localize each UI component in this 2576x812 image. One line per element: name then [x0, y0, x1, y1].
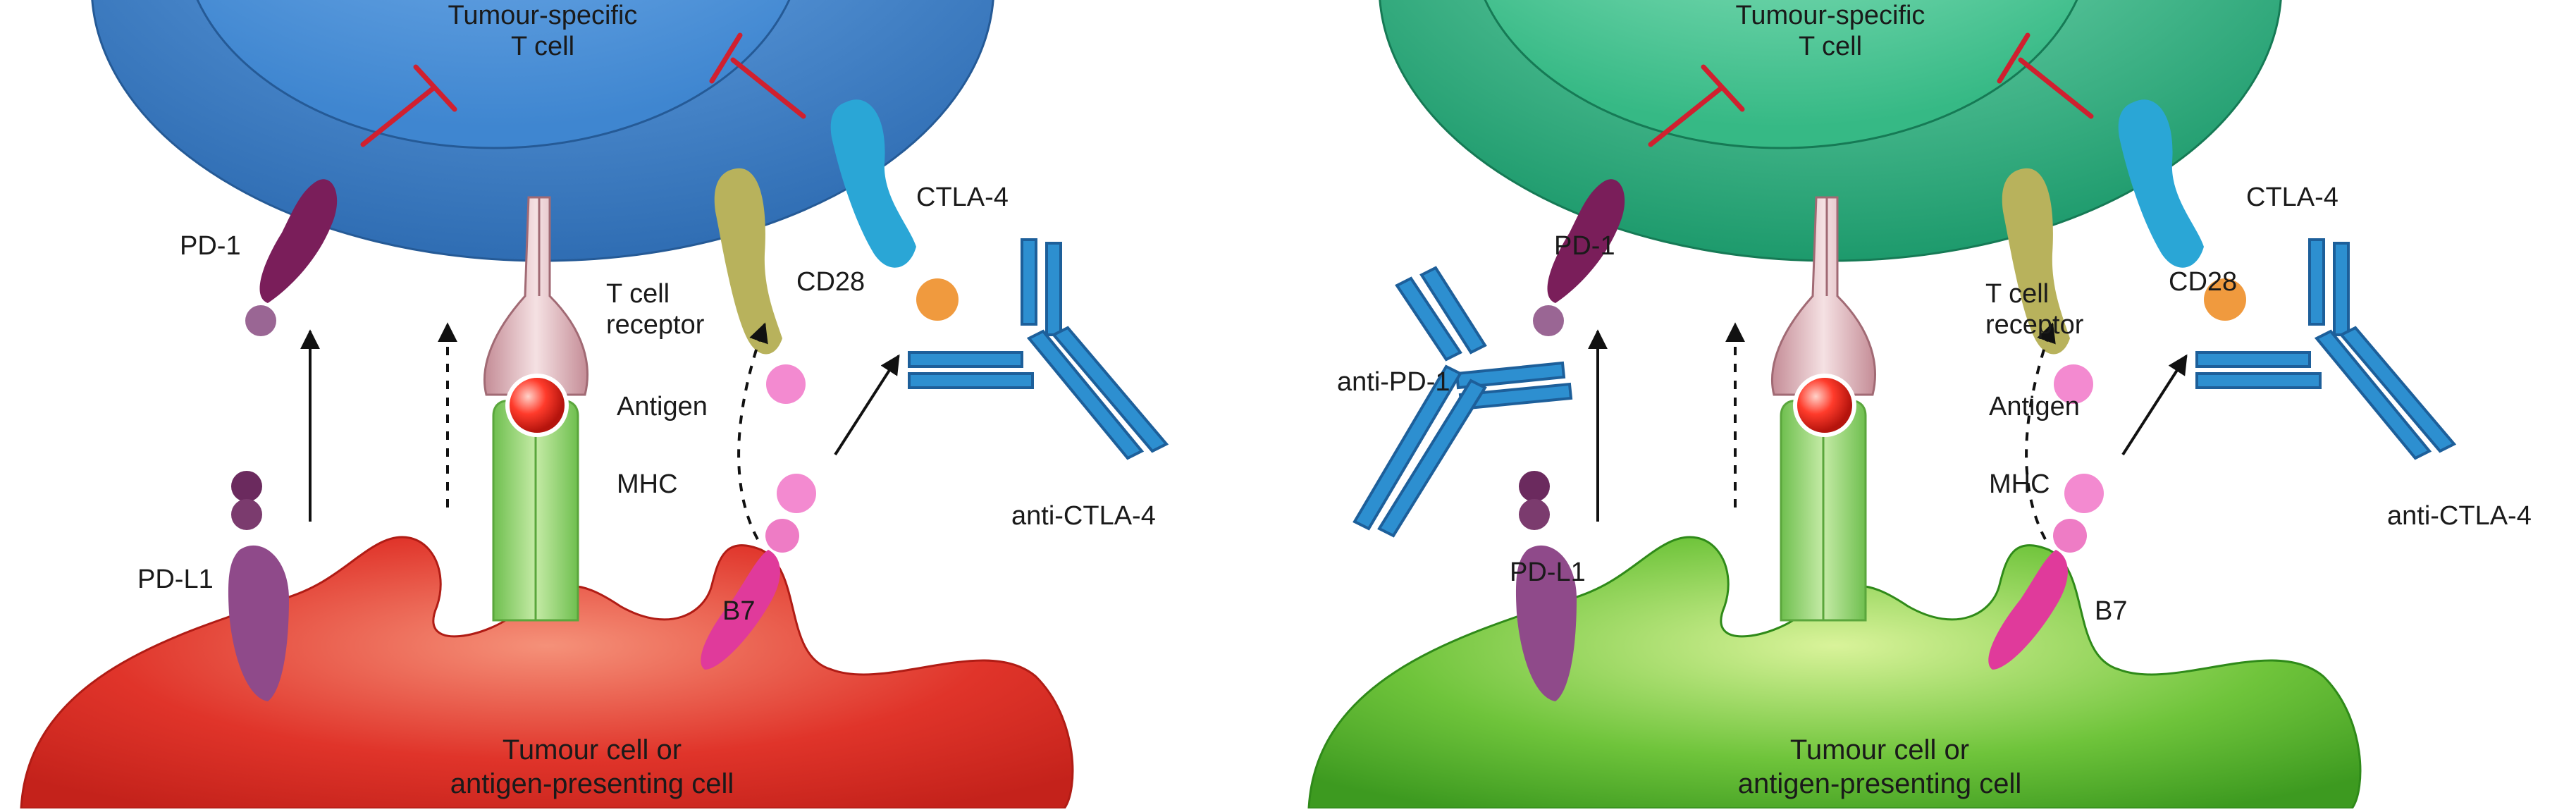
pdl1-label: PD-L1	[137, 565, 214, 594]
tumour-label-line1: Tumour cell or	[1789, 734, 1970, 765]
antibody-icon	[908, 238, 1169, 460]
pdl1-ball-lower	[1519, 499, 1550, 530]
tcr-label-line1: T cell	[606, 279, 670, 309]
pd1-tip	[1533, 305, 1564, 336]
t-cell-label-line2: T cell	[510, 32, 575, 61]
panel-treated: Tumour-specific T cell PD-1 anti-PD-1 PD…	[1288, 0, 2575, 810]
tumour-label-line2: antigen-presenting cell	[1737, 768, 2022, 799]
pd1-tip	[245, 305, 276, 336]
pdl1-ligand	[228, 545, 289, 701]
t-cell-label-line2: T cell	[1798, 32, 1863, 61]
cd28-label: CD28	[796, 267, 865, 297]
t-cell-label-line1: Tumour-specific	[1735, 1, 1925, 30]
inhibition-bar-icon	[360, 32, 806, 147]
b7-ball-top	[777, 474, 816, 513]
panel-untreated: Tumour-specific T cell PD-1 PD-L1 T cell…	[0, 0, 1288, 810]
antibody-icon	[2195, 238, 2457, 460]
cd28-receptor	[2002, 168, 2070, 355]
b7-ball-top	[2064, 474, 2104, 513]
anti-ctla4-label: anti-CTLA-4	[2387, 501, 2532, 531]
dashed-arrow-icon	[737, 322, 768, 540]
t-cell-label: Tumour-specific T cell	[1689, 0, 1971, 62]
ctla4-ligand	[2204, 278, 2246, 321]
antigen-label: Antigen	[617, 392, 708, 422]
pdl1-ball-lower	[231, 499, 262, 530]
cd28-tip	[2054, 364, 2093, 404]
antigen	[1793, 374, 1856, 437]
ctla4-label: CTLA-4	[2246, 183, 2338, 212]
pdl1-ligand	[1515, 545, 1577, 701]
pdl1-ball-upper	[1519, 471, 1550, 502]
pdl1-label: PD-L1	[1510, 558, 1586, 587]
cd28-receptor	[714, 168, 782, 355]
panel-left-graphic	[20, 0, 1169, 810]
tcr-label-line1: T cell	[1985, 279, 2050, 309]
anti-pd1-label: anti-PD-1	[1337, 367, 1450, 397]
pd1-label: PD-1	[180, 231, 241, 261]
antigen-label: Antigen	[1989, 392, 2080, 422]
dashed-arrow-icon	[2025, 322, 2056, 540]
tumour-cell-label: Tumour cell or antigen-presenting cell	[1668, 733, 2091, 801]
ctla4-receptor	[830, 99, 916, 268]
pd1-receptor	[259, 179, 338, 303]
tumour-cell-label: Tumour cell or antigen-presenting cell	[381, 733, 803, 801]
arrow-icon	[834, 354, 900, 456]
tcr-label: T cell receptor	[606, 278, 704, 340]
pd1-receptor	[1547, 179, 1625, 303]
b7-ligand	[1988, 550, 2068, 670]
tcr-label: T cell receptor	[1985, 278, 2083, 340]
pd1-label: PD-1	[1554, 231, 1615, 261]
antigen	[505, 374, 569, 437]
antibody-icon	[1352, 266, 1573, 538]
b7-ball-mid	[2053, 519, 2087, 553]
b7-label: B7	[722, 596, 756, 626]
cd28-label: CD28	[2169, 267, 2238, 297]
arrow-icon	[2121, 354, 2188, 456]
t-cell-label: Tumour-specific T cell	[402, 0, 684, 62]
tumour-label-line1: Tumour cell or	[502, 734, 682, 765]
tcr-receptor	[483, 196, 588, 396]
tcr-label-line2: receptor	[1985, 310, 2084, 340]
anti-ctla4-label: anti-CTLA-4	[1011, 501, 1156, 531]
t-cell-inner	[196, 0, 791, 149]
ctla4-receptor	[2118, 99, 2204, 268]
b7-ball-mid	[765, 519, 799, 553]
panel-right-graphic	[1307, 0, 2457, 810]
ctla4-label: CTLA-4	[916, 183, 1009, 212]
mhc-label: MHC	[1989, 469, 2050, 499]
tumour-label-line2: antigen-presenting cell	[450, 768, 734, 799]
tcr-label-line2: receptor	[606, 310, 705, 340]
b7-label: B7	[2095, 596, 2128, 626]
tcr-receptor	[1770, 196, 1876, 396]
pdl1-ball-upper	[231, 471, 262, 502]
t-cell-label-line1: Tumour-specific	[448, 1, 638, 30]
cd28-tip	[766, 364, 806, 404]
ctla4-ligand	[916, 278, 959, 321]
mhc-label: MHC	[617, 469, 678, 499]
b7-ligand	[701, 550, 780, 670]
inhibition-bar-icon	[1648, 32, 2094, 147]
t-cell-inner	[1484, 0, 2078, 149]
